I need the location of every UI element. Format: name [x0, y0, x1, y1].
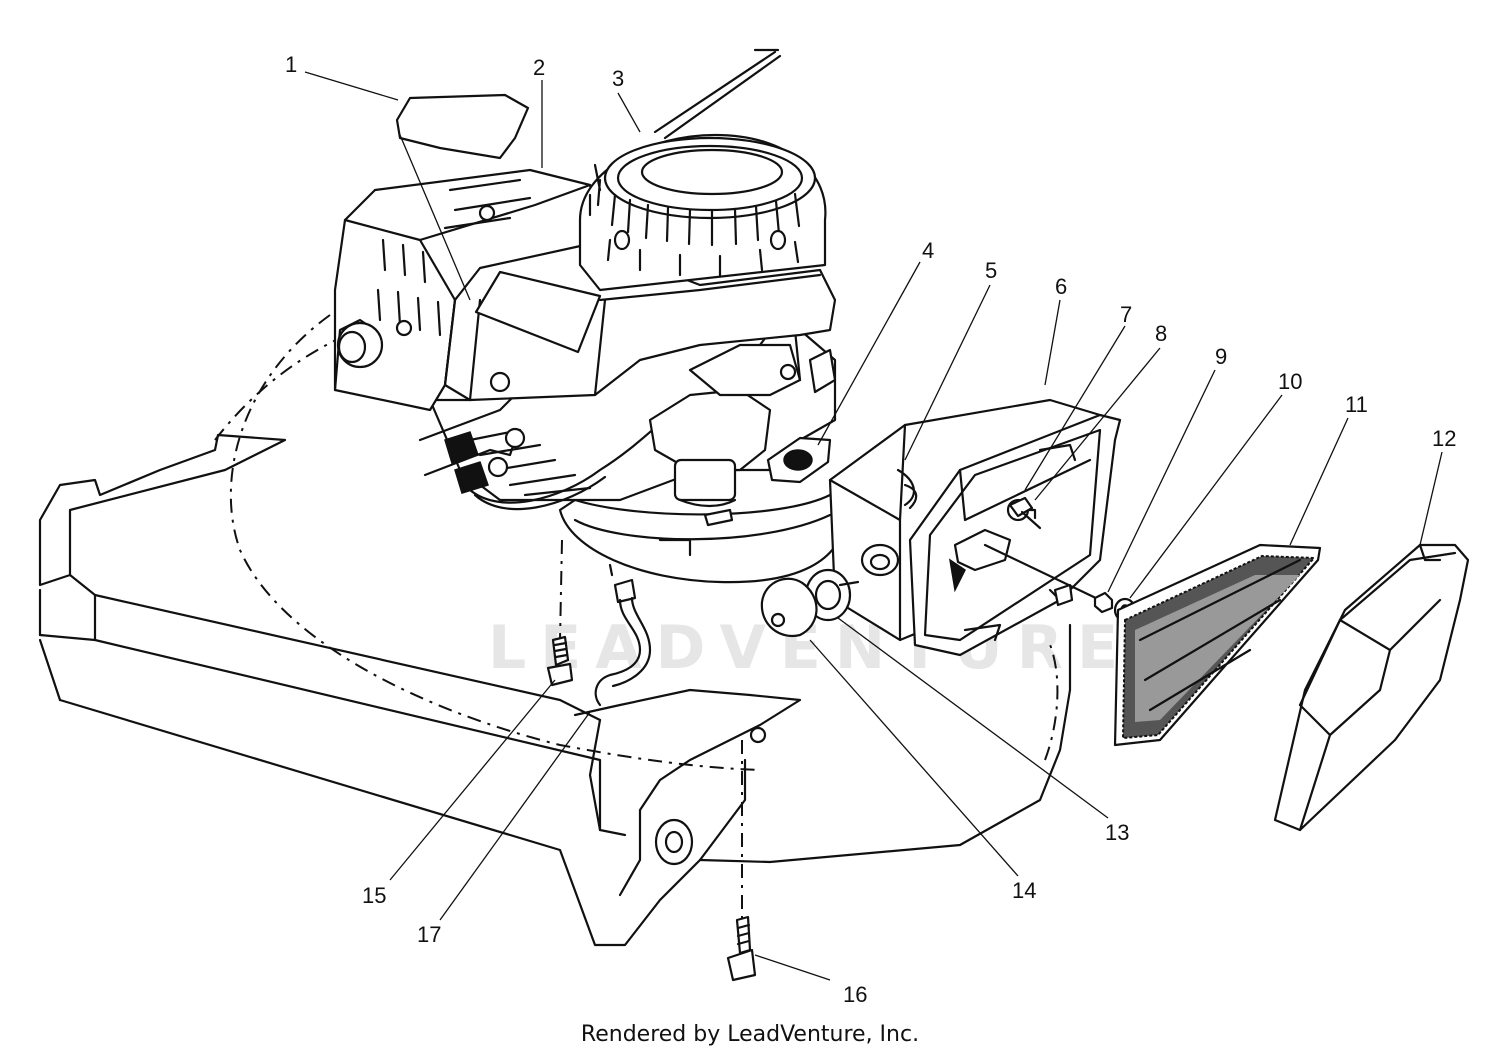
- callout-7: 7: [1120, 302, 1132, 327]
- callout-3: 3: [612, 66, 624, 91]
- callout-6: 6: [1055, 274, 1067, 299]
- callout-14: 14: [1012, 878, 1036, 903]
- callout-1: 1: [285, 52, 297, 77]
- callout-13: 13: [1105, 820, 1129, 845]
- footer-credit: Rendered by LeadVenture, Inc.: [580, 1022, 920, 1047]
- callout-2: 2: [533, 55, 545, 80]
- callout-9: 9: [1215, 344, 1227, 369]
- callout-17: 17: [417, 922, 441, 947]
- foam-filter: [1113, 543, 1322, 747]
- engine: [333, 48, 847, 584]
- fasteners: [546, 496, 1042, 982]
- callout-leaders: [304, 71, 1443, 981]
- filter-cover: [1273, 543, 1470, 832]
- callout-4: 4: [922, 238, 934, 263]
- primer-parts: [760, 568, 860, 638]
- callout-16: 16: [843, 982, 867, 1007]
- callout-11: 11: [1345, 392, 1368, 417]
- callout-5: 5: [985, 258, 997, 283]
- callout-12: 12: [1432, 426, 1456, 451]
- callout-15: 15: [362, 883, 386, 908]
- callout-8: 8: [1155, 321, 1167, 346]
- mower-deck: [38, 294, 1072, 947]
- callout-numbers: 1 2 3 4 5 6 7 8 9 10 11 12 13 14 15 16 1…: [285, 52, 1456, 1007]
- decal-part: [395, 93, 530, 160]
- callout-10: 10: [1278, 369, 1302, 394]
